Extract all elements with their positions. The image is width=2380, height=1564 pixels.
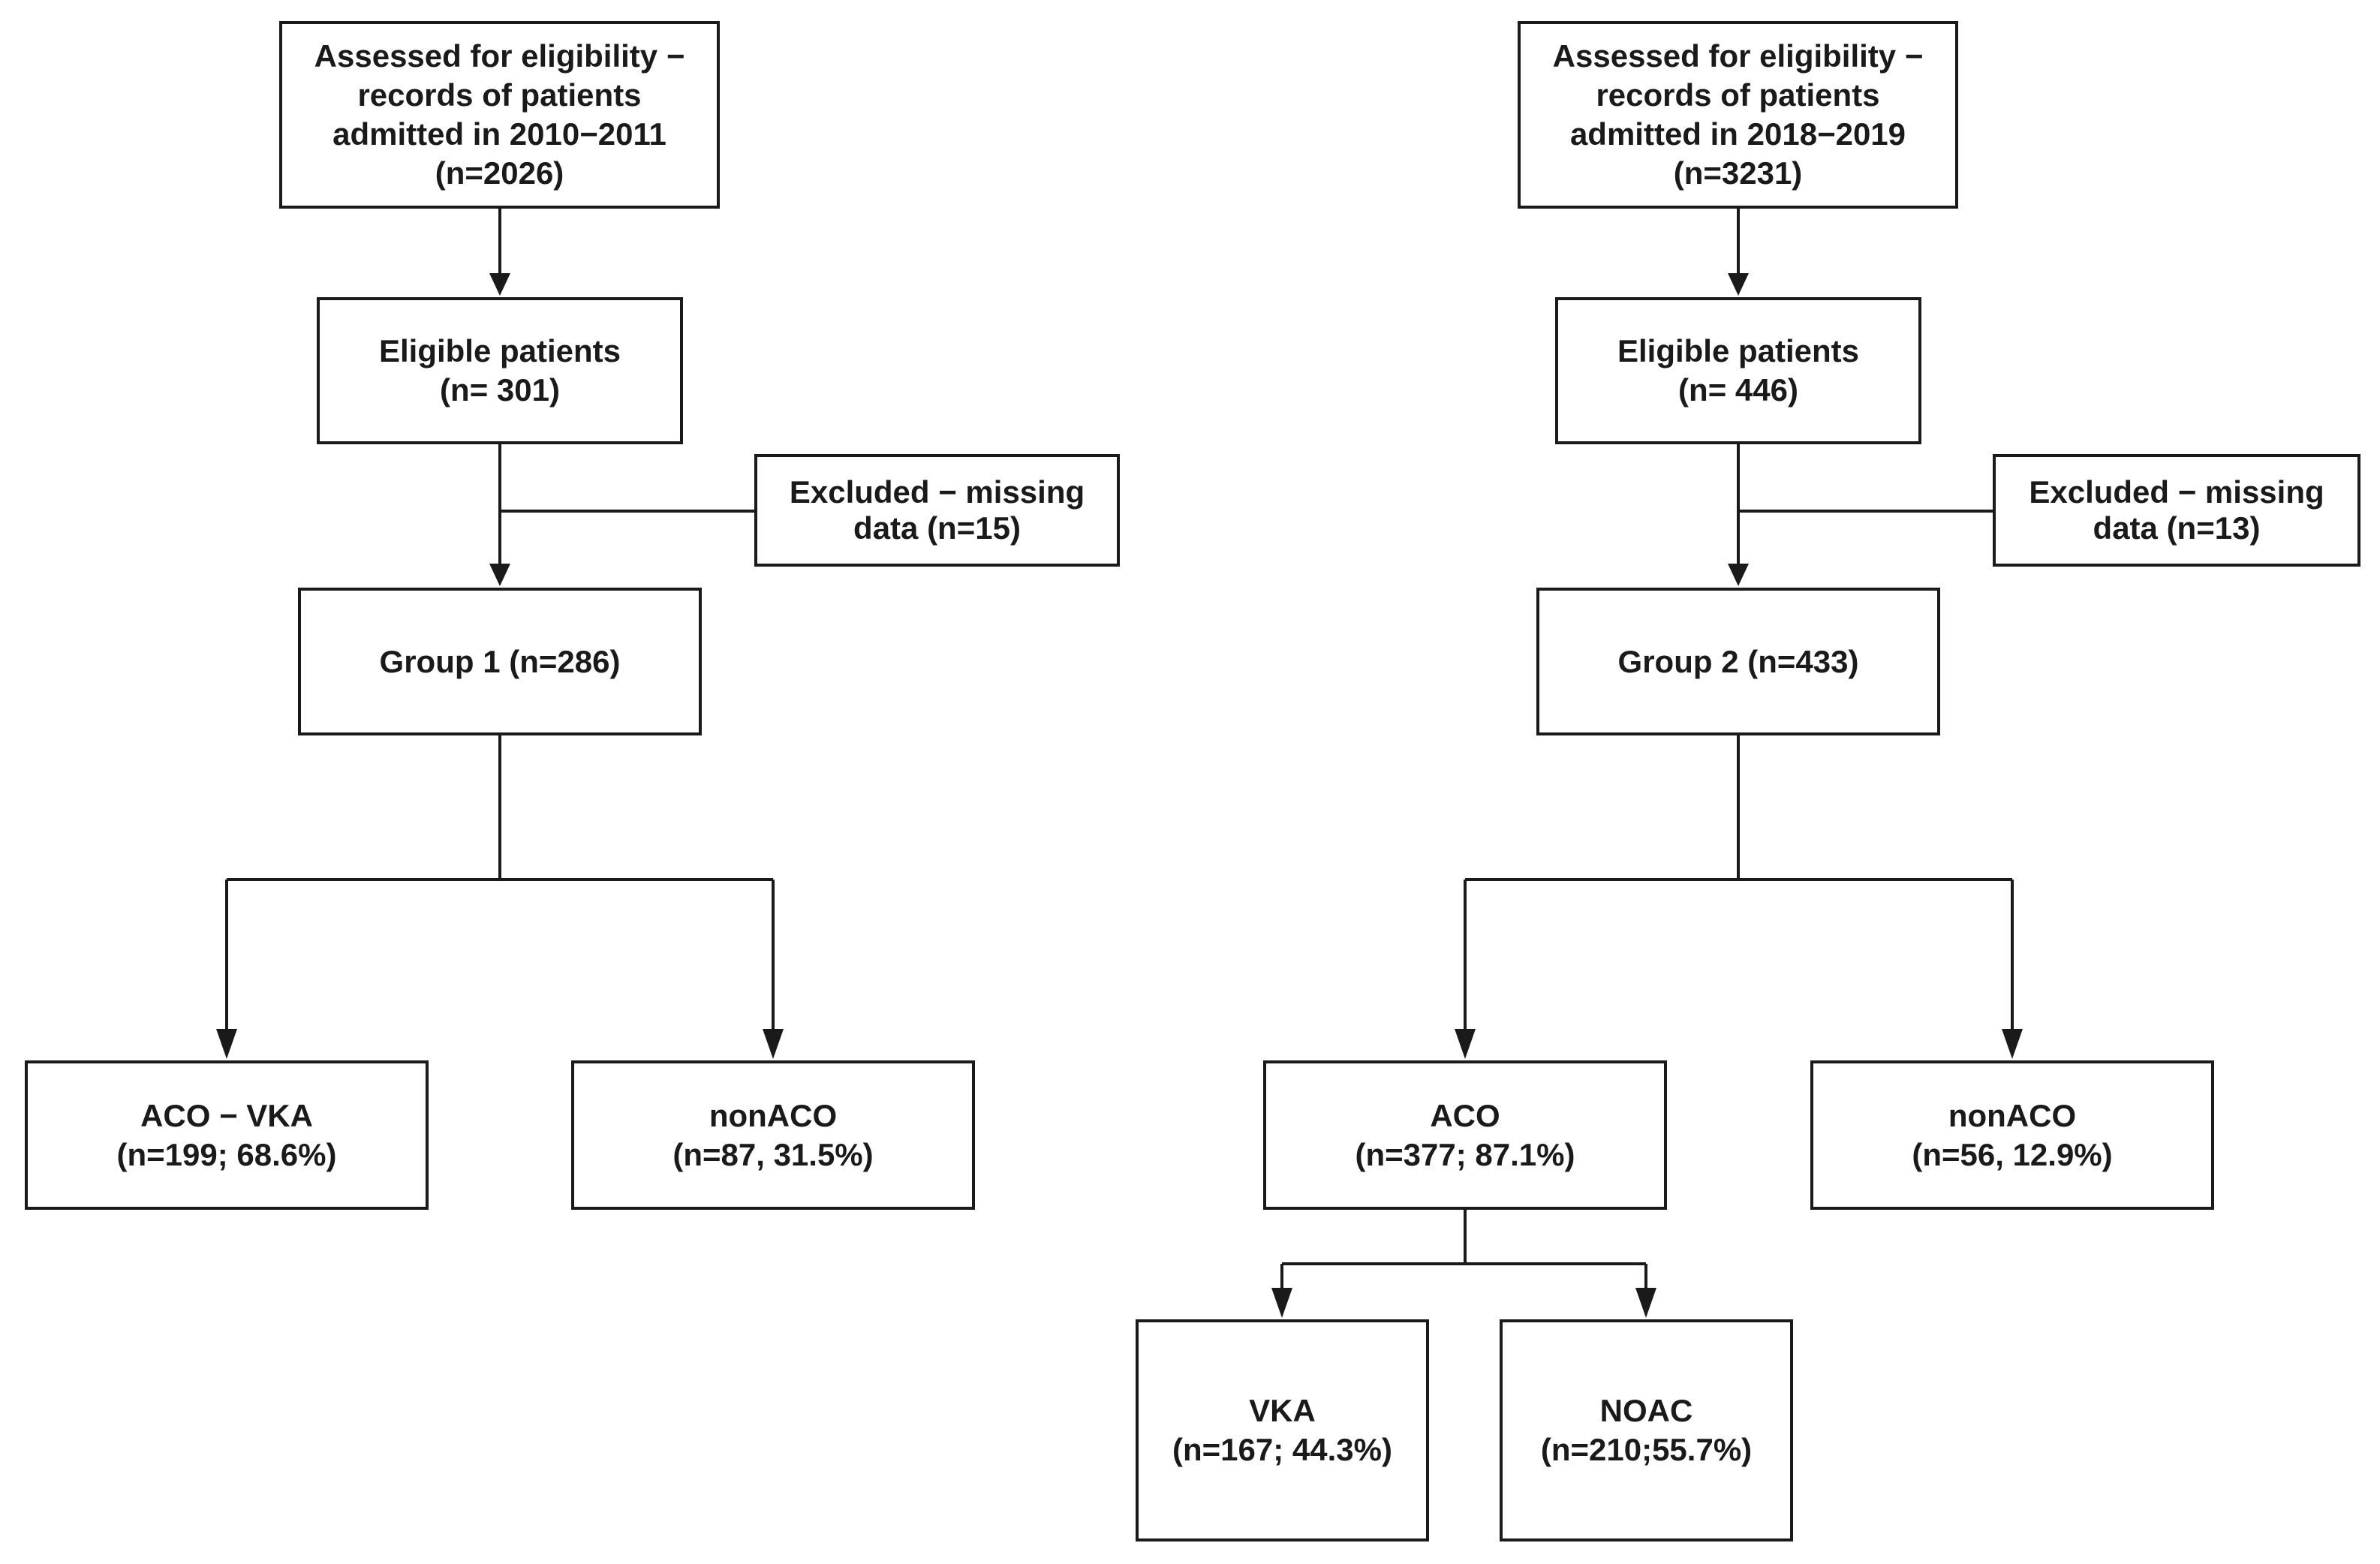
left-group-box: Group 1 (n=286)	[298, 588, 702, 735]
left-aco-line-1: ACO − VKA	[140, 1097, 313, 1133]
right-nonaco-line-2: (n=56, 12.9%)	[1912, 1136, 2113, 1172]
right-vka-box: VKA (n=167; 44.3%)	[1136, 1319, 1429, 1541]
right-group-box: Group 2 (n=433)	[1536, 588, 1940, 735]
arrowhead-right-nonaco	[2002, 1029, 2023, 1059]
right-assessed-line-3: admitted in 2018−2019	[1569, 116, 1906, 152]
left-assessed-line-1: Assessed for eligibility −	[314, 38, 685, 74]
right-assessed-line-1: Assessed for eligibility −	[1552, 38, 1924, 74]
right-excluded-box: Excluded − missing data (n=13)	[1993, 454, 2360, 567]
left-excluded-line-1: Excluded − missing	[789, 474, 1085, 510]
left-assessed-box: Assessed for eligibility − records of pa…	[279, 21, 720, 209]
right-assessed-box: Assessed for eligibility − records of pa…	[1518, 21, 1958, 209]
left-group-label: Group 1 (n=286)	[379, 643, 621, 679]
arrowhead-right-group	[1728, 564, 1749, 586]
right-eligible-box: Eligible patients (n= 446)	[1555, 297, 1921, 444]
left-aco-line-2: (n=199; 68.6%)	[116, 1136, 337, 1172]
left-eligible-line-2: (n= 301)	[440, 372, 560, 408]
right-assessed-line-4: (n=3231)	[1673, 155, 1803, 191]
right-nonaco-line-1: nonACO	[1948, 1097, 2077, 1133]
left-assessed-line-3: admitted in 2010−2011	[332, 116, 666, 152]
left-nonaco-line-2: (n=87, 31.5%)	[672, 1136, 874, 1172]
right-vka-line-2: (n=167; 44.3%)	[1172, 1432, 1392, 1467]
left-excluded-box: Excluded − missing data (n=15)	[754, 454, 1120, 567]
right-aco-line-2: (n=377; 87.1%)	[1355, 1136, 1575, 1172]
right-noac-line-2: (n=210;55.7%)	[1540, 1432, 1753, 1467]
right-excluded-line-1: Excluded − missing	[2029, 474, 2324, 510]
right-noac-line-1: NOAC	[1599, 1393, 1693, 1428]
arrowhead-right-noac	[1635, 1288, 1656, 1318]
right-eligible-line-1: Eligible patients	[1617, 333, 1860, 368]
left-nonaco-line-1: nonACO	[709, 1097, 838, 1133]
right-eligible-line-2: (n= 446)	[1678, 372, 1798, 408]
left-excluded-line-2: data (n=15)	[853, 510, 1021, 546]
right-group-label: Group 2 (n=433)	[1617, 643, 1859, 679]
arrowhead-left-aco	[216, 1029, 237, 1059]
left-assessed-line-4: (n=2026)	[435, 155, 564, 191]
left-assessed-line-2: records of patients	[357, 77, 642, 113]
right-noac-box: NOAC (n=210;55.7%)	[1500, 1319, 1793, 1541]
arrowhead-right-aco	[1455, 1029, 1476, 1059]
left-aco-box: ACO − VKA (n=199; 68.6%)	[25, 1060, 429, 1210]
right-assessed-line-2: records of patients	[1596, 77, 1880, 113]
right-aco-box: ACO (n=377; 87.1%)	[1263, 1060, 1667, 1210]
right-aco-line-1: ACO	[1430, 1097, 1500, 1133]
arrowhead-left-group	[489, 564, 510, 586]
left-nonaco-box: nonACO (n=87, 31.5%)	[571, 1060, 975, 1210]
right-nonaco-box: nonACO (n=56, 12.9%)	[1810, 1060, 2214, 1210]
right-vka-line-1: VKA	[1249, 1393, 1316, 1428]
arrowhead-left-nonaco	[763, 1029, 784, 1059]
left-eligible-line-1: Eligible patients	[378, 333, 621, 368]
arrowhead-right-eligible	[1728, 273, 1749, 296]
right-excluded-line-2: data (n=13)	[2093, 510, 2261, 546]
arrowhead-left-eligible	[489, 273, 510, 296]
arrowhead-right-vka	[1271, 1288, 1292, 1318]
left-eligible-box: Eligible patients (n= 301)	[317, 297, 683, 444]
